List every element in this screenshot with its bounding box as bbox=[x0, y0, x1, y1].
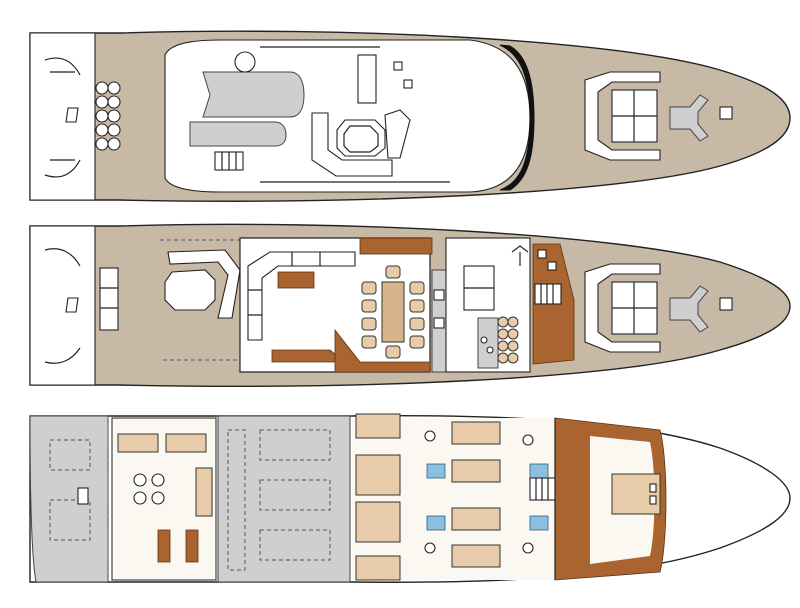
galley-sink-counter bbox=[477, 317, 499, 369]
sun-deck-u-bench bbox=[311, 112, 393, 177]
main-deck-aft-seating bbox=[167, 249, 241, 319]
sun-deck-hatch bbox=[65, 107, 79, 123]
salon-cabinet-forward bbox=[359, 237, 433, 255]
sun-deck-foredeck-seating bbox=[584, 71, 661, 161]
sun-deck-bar bbox=[384, 109, 411, 159]
crew-heads bbox=[133, 473, 165, 505]
tender-boat-large bbox=[202, 71, 305, 118]
lower-deck bbox=[29, 413, 791, 583]
main-deck bbox=[29, 223, 791, 387]
wheelhouse-stairs bbox=[534, 283, 562, 305]
crew-bunks bbox=[117, 433, 213, 517]
salon-coffee-table bbox=[277, 271, 315, 289]
main-deck-stern-platform bbox=[29, 225, 96, 386]
main-deck-anchor-windlass bbox=[669, 285, 709, 333]
sun-deck-stern-platform bbox=[29, 32, 96, 201]
lower-deck-lazarette bbox=[29, 415, 109, 583]
sun-deck-anchor-windlass bbox=[669, 94, 709, 142]
sun-deck-satellite-dome bbox=[234, 51, 256, 73]
dining-chairs bbox=[361, 265, 425, 359]
engine-room bbox=[217, 415, 351, 583]
lower-deck-stairs bbox=[529, 477, 557, 501]
sun-deck-lounger bbox=[357, 54, 377, 104]
salon-l-sofa bbox=[247, 251, 356, 341]
sun-deck bbox=[29, 30, 791, 202]
vip-bed bbox=[611, 473, 661, 515]
crew-mess-seats bbox=[497, 316, 519, 364]
sun-deck-stairs bbox=[214, 151, 244, 171]
sun-deck-life-rafts bbox=[95, 81, 121, 151]
tender-boat-small bbox=[189, 121, 287, 147]
main-deck-foredeck-seating bbox=[584, 263, 661, 353]
main-deck-aft-table bbox=[164, 269, 216, 311]
sun-deck-windshield bbox=[499, 44, 535, 191]
main-deck-aft-sofa bbox=[99, 267, 119, 331]
dining-table bbox=[381, 281, 405, 343]
guest-cabins bbox=[355, 413, 501, 581]
